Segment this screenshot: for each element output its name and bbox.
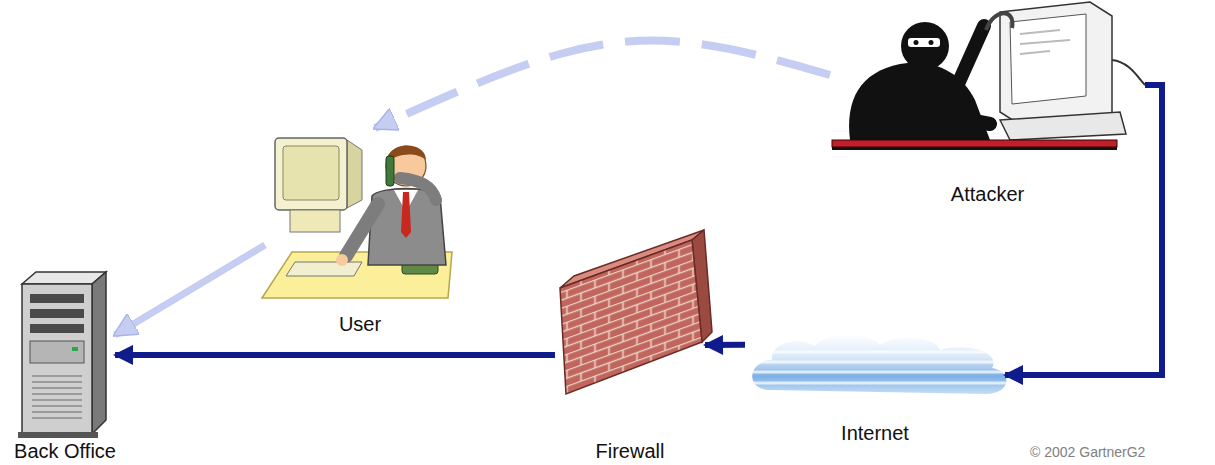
network-node: Back Office: [15, 268, 115, 462]
internet-cloud-part: [740, 352, 1020, 383]
node-label: Attacker: [951, 183, 1024, 205]
user-illustration-part: [347, 140, 362, 208]
user-illustration: [262, 138, 452, 298]
attacker-illustration: [832, 2, 1145, 150]
server-illustration-part: [18, 432, 98, 438]
attacker-illustration-part: [901, 22, 949, 70]
server-illustration-part: [32, 376, 82, 418]
server-illustration-part: [22, 284, 92, 434]
attacker-illustration-part: [929, 40, 934, 45]
internet-cloud-part: [740, 352, 1020, 383]
user-illustration-part: [401, 192, 411, 238]
node-label-group: Attacker: [951, 183, 1024, 205]
node-label: Internet: [841, 422, 909, 444]
network-node: Firewall: [555, 230, 705, 462]
internet-cloud: [740, 335, 1020, 394]
attacker-illustration-part: [1000, 112, 1126, 140]
attacker-illustration-part: [958, 26, 984, 84]
attacker-illustration-part: [1000, 2, 1112, 126]
node-label-group: Back Office: [14, 440, 116, 462]
firewall-wall: [560, 230, 712, 394]
flow-arrow: [375, 41, 830, 128]
user-illustration-part: [290, 210, 340, 232]
network-node: Internet: [745, 330, 1005, 444]
node-label: Back Office: [14, 440, 116, 462]
attacker-illustration-part: [832, 147, 1117, 150]
user-illustration-part: [275, 138, 347, 210]
server-illustration-part: [30, 324, 84, 333]
flow-arrow: [1005, 85, 1162, 375]
attacker-illustration-part: [914, 40, 919, 45]
user-illustration-part: [386, 156, 394, 186]
attacker-illustration-part: [1010, 14, 1086, 104]
server-illustration-part: [30, 309, 84, 318]
attacker-illustration-part: [986, 13, 1012, 30]
user-illustration-part: [336, 254, 348, 266]
flow-arrow: [115, 352, 555, 358]
attacker-illustration-part: [908, 38, 940, 47]
server-illustration-part: [30, 341, 84, 363]
server-illustration-part: [30, 294, 84, 303]
internet-cloud-part: [752, 335, 1006, 394]
node-label: User: [339, 313, 381, 335]
user-illustration-part: [286, 262, 362, 276]
attacker-illustration-part: [832, 140, 1117, 147]
attacker-illustration-part: [1112, 60, 1145, 85]
node-label-group: User: [339, 313, 381, 335]
firewall-wall-part: [560, 240, 702, 394]
flow-arrow: [705, 342, 745, 348]
user-illustration-part: [400, 178, 436, 200]
node-label-group: Firewall: [596, 440, 665, 462]
user-illustration-part: [283, 146, 339, 200]
node-label-group: Internet: [841, 422, 909, 444]
copyright-note: © 2002 GartnerG2: [1030, 444, 1145, 460]
network-node: User: [265, 128, 455, 335]
attacker-illustration-part: [1020, 30, 1070, 54]
server-illustration: [18, 272, 106, 438]
network-node: Attacker: [830, 0, 1145, 205]
flow-arrow: [115, 245, 265, 335]
node-label: Firewall: [596, 440, 665, 462]
user-illustration-part: [346, 204, 378, 256]
server-illustration-part: [92, 272, 106, 434]
server-illustration-part: [72, 347, 78, 351]
attacker-illustration-part: [885, 104, 990, 124]
